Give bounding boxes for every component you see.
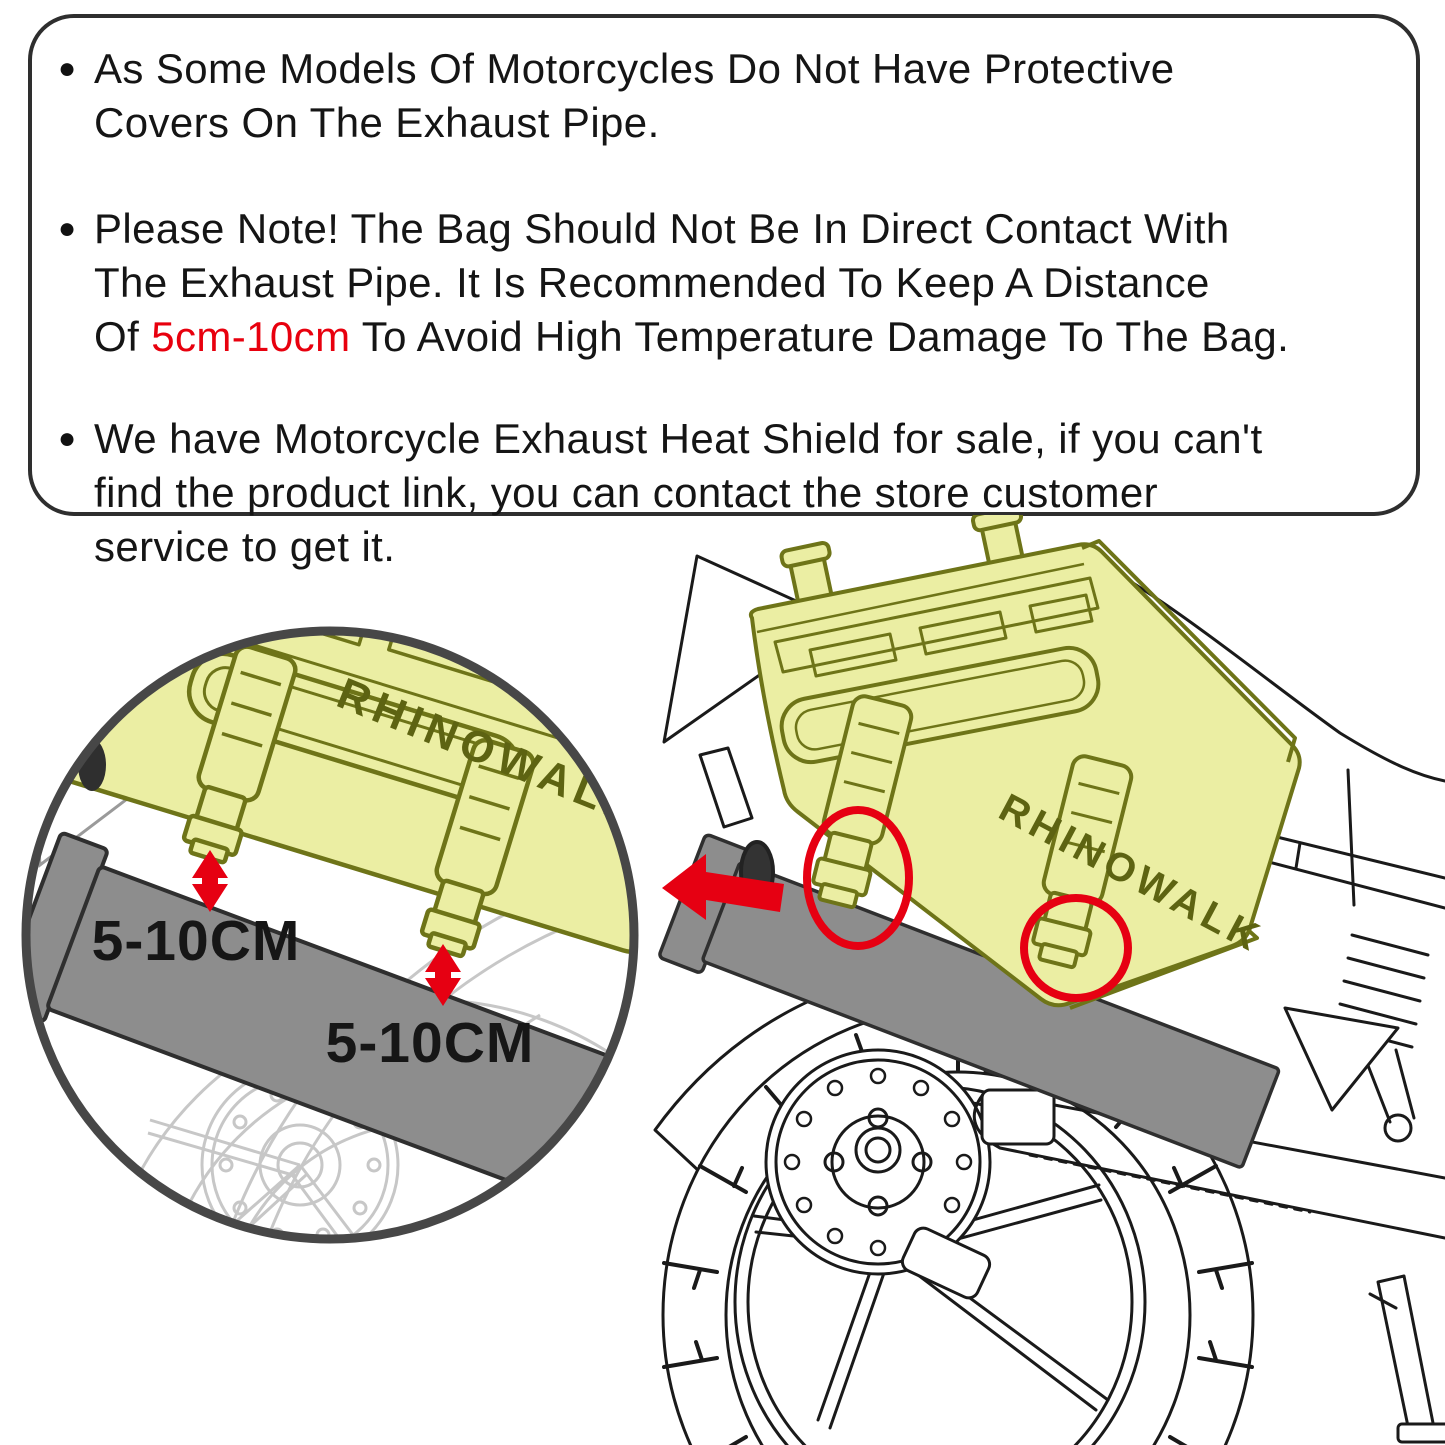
note-text-2: Please Note! The Bag Should Not Be In Di… bbox=[94, 202, 1361, 364]
distance-label-2: 5-10CM bbox=[326, 1011, 535, 1075]
inset-border bbox=[21, 626, 639, 1244]
note-item-1: ● As Some Models Of Motorcycles Do Not H… bbox=[58, 42, 1361, 150]
highlight-circle-1 bbox=[803, 806, 913, 950]
pannier-bag: RHINOWALK bbox=[739, 515, 1302, 1010]
note-item-2: ● Please Note! The Bag Should Not Be In … bbox=[58, 202, 1361, 364]
note-text-2-pre: Please Note! The Bag Should Not Be In Di… bbox=[94, 205, 1230, 360]
bullet-icon: ● bbox=[58, 52, 77, 85]
note-text-3: We have Motorcycle Exhaust Heat Shield f… bbox=[94, 415, 1263, 570]
highlight-circle-2 bbox=[1020, 894, 1132, 1002]
distance-arrow-icon bbox=[192, 850, 228, 912]
note-text-1: As Some Models Of Motorcycles Do Not Hav… bbox=[94, 45, 1175, 146]
distance-label-1: 5-10CM bbox=[92, 909, 301, 973]
bullet-icon: ● bbox=[58, 212, 77, 245]
note-item-3: ● We have Motorcycle Exhaust Heat Shield… bbox=[58, 412, 1361, 574]
note-text-2-post: To Avoid High Temperature Damage To The … bbox=[350, 313, 1290, 360]
zoom-callout-arrow-icon bbox=[662, 854, 784, 920]
bullet-icon: ● bbox=[58, 422, 77, 455]
diagram-canvas: RHINOWALK bbox=[21, 515, 1445, 1445]
inset-exhaust bbox=[29, 831, 631, 1220]
detail-inset: RHINOWALK bbox=[21, 626, 639, 1244]
note-text-2-distance: 5cm-10cm bbox=[151, 313, 351, 360]
notes-box: ● As Some Models Of Motorcycles Do Not H… bbox=[28, 14, 1420, 570]
annotations bbox=[803, 806, 1132, 1002]
distance-arrow-icon bbox=[425, 944, 461, 1006]
disc-holes bbox=[783, 1067, 973, 1257]
